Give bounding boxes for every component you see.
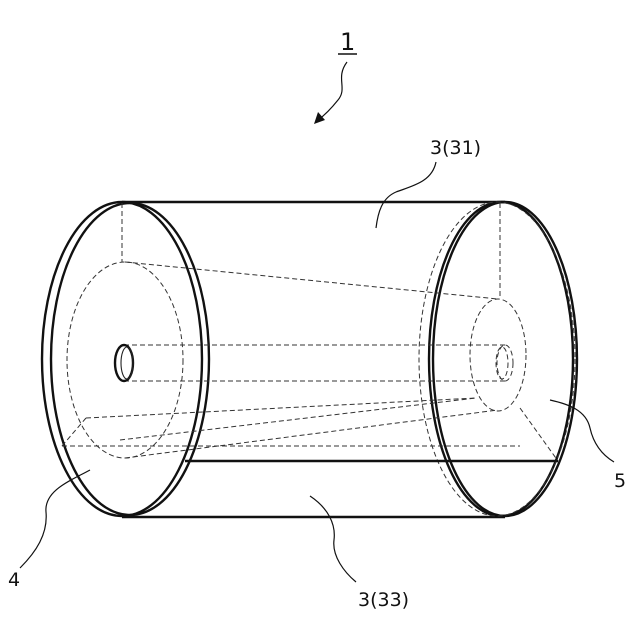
pipe-right-opening-inner xyxy=(496,347,508,379)
bottom-case-label: 3(33) xyxy=(358,589,409,611)
top-case-label: 3(31) xyxy=(430,137,481,159)
left-end-label: 4 xyxy=(8,569,20,591)
bottom-panel-front-line xyxy=(86,398,476,418)
main-reference-label: 1 xyxy=(340,28,355,56)
top-case-leader xyxy=(376,162,436,228)
right-end-plate-inner xyxy=(429,202,573,516)
main-reference-arrow xyxy=(318,62,347,120)
bottom-panel-right-diagonal xyxy=(520,408,558,461)
bottom-panel-left-diagonal xyxy=(62,418,86,446)
left-end-plate-inner xyxy=(51,203,209,515)
pipe-left-opening-inner xyxy=(121,347,133,379)
right-end-label: 5 xyxy=(614,470,626,492)
bottom-case-leader xyxy=(310,496,356,582)
left-inner-disc-hidden xyxy=(67,262,183,458)
bottom-panel-inner-diagonal xyxy=(120,398,476,440)
left-end-leader xyxy=(20,470,90,568)
pipe-right-opening xyxy=(497,345,513,381)
right-end-plate-outer xyxy=(433,202,577,516)
left-end-plate-outer xyxy=(42,202,202,516)
main-reference-arrowhead xyxy=(314,112,325,124)
